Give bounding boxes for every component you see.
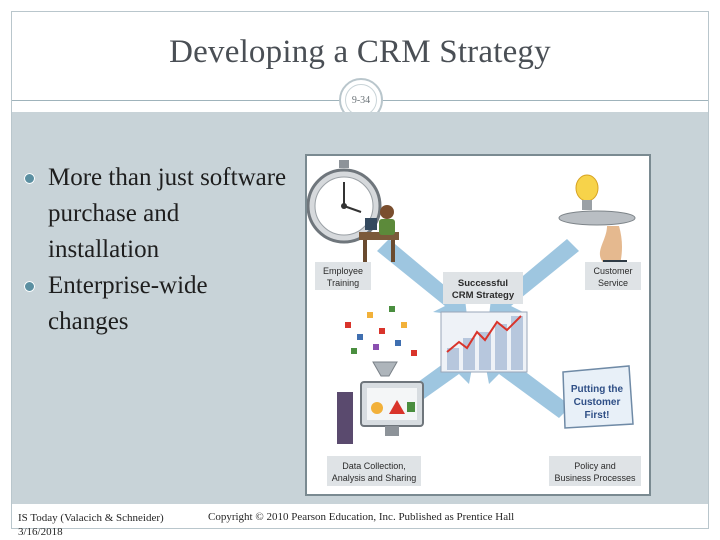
scroll-text-line1: Putting the xyxy=(571,384,624,395)
bullet-text: More than just software purchase and ins… xyxy=(48,164,287,263)
label-employee-training-line1: Employee xyxy=(323,266,363,276)
scroll-text-line3: First! xyxy=(585,410,610,421)
label-employee-training: Employee Training xyxy=(315,262,371,290)
center-label-line1: Successful xyxy=(458,278,508,289)
label-customer-service-line2: Service xyxy=(598,278,628,288)
label-data-collection-line1: Data Collection, xyxy=(342,461,406,471)
footer-bar xyxy=(12,504,708,528)
label-customer-service: Customer Service xyxy=(585,262,641,290)
label-employee-training-line2: Training xyxy=(327,278,359,288)
footer-left: IS Today (Valacich & Schneider) 3/16/201… xyxy=(18,511,164,539)
bullet-icon xyxy=(24,173,35,184)
label-customer-service-line1: Customer xyxy=(593,266,632,276)
crm-diagram: Putting the Customer First! Successful C… xyxy=(307,160,641,486)
footer-copyright: Copyright © 2010 Pearson Education, Inc.… xyxy=(208,511,515,523)
service-tray-icon xyxy=(558,174,636,274)
label-data-collection: Data Collection, Analysis and Sharing xyxy=(327,456,421,486)
crm-strategy-figure: Putting the Customer First! Successful C… xyxy=(305,154,651,496)
scroll-text-line2: Customer xyxy=(574,397,621,408)
bullet-item: More than just software purchase and ins… xyxy=(20,160,290,268)
label-data-collection-line2: Analysis and Sharing xyxy=(332,473,417,483)
label-policy-line1: Policy and xyxy=(574,461,616,471)
bullet-item: Enterprise-wide changes xyxy=(20,268,290,340)
footer-source: IS Today (Valacich & Schneider) xyxy=(18,512,164,524)
success-chart-icon xyxy=(440,311,528,373)
center-label-line2: CRM Strategy xyxy=(452,290,515,301)
bullet-text: Enterprise-wide changes xyxy=(48,272,208,335)
center-label: Successful CRM Strategy xyxy=(443,272,523,304)
scroll-icon: Putting the Customer First! xyxy=(562,365,634,429)
bullet-icon xyxy=(24,281,35,292)
slide-frame xyxy=(11,11,709,529)
label-policy-line2: Business Processes xyxy=(554,473,636,483)
data-shapes-icon xyxy=(345,306,417,377)
bullet-list: More than just software purchase and ins… xyxy=(20,160,290,340)
trainee-desk-icon xyxy=(359,205,399,262)
stopwatch-icon xyxy=(307,160,382,244)
footer-date: 3/16/2018 xyxy=(18,526,63,538)
label-policy: Policy and Business Processes xyxy=(549,456,641,486)
slide-title: Developing a CRM Strategy xyxy=(169,34,551,70)
computer-icon xyxy=(337,381,424,444)
